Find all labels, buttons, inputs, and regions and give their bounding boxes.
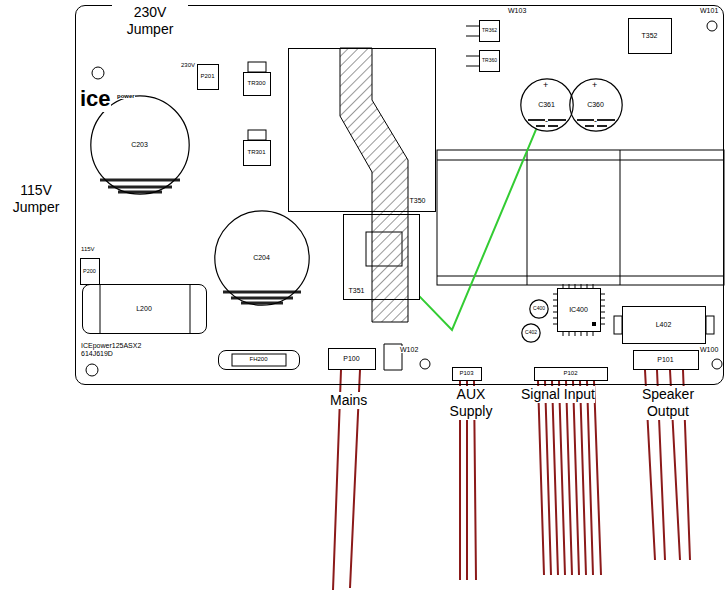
part-label: TR300 — [246, 80, 266, 87]
capacitor-outline — [520, 78, 572, 130]
part-label: C400 — [532, 306, 546, 312]
capacitor: C400 — [529, 299, 549, 319]
mounting-hole — [92, 67, 104, 79]
jumper-mark: 115V — [81, 246, 95, 252]
part-label: P102 — [562, 370, 578, 377]
transistor: TR300 — [243, 72, 271, 96]
part-label: L200 — [135, 305, 153, 313]
connector-label: Signal Input — [521, 386, 595, 403]
transistor: TR301 — [243, 140, 271, 166]
part-label: C204 — [252, 254, 271, 262]
capacitor-outline — [569, 78, 621, 130]
part-label: FH200 — [248, 356, 268, 363]
part-label: P103 — [458, 370, 474, 377]
part-label: T352 — [641, 32, 659, 40]
logo-text: power — [117, 93, 135, 99]
polarity-mark: - — [545, 116, 548, 127]
hole-label: W100 — [700, 346, 718, 353]
capacitor: C402 — [521, 323, 541, 343]
inductor-tab — [706, 316, 714, 334]
winding-band — [340, 48, 408, 322]
connector-label: AUX Supply — [444, 386, 498, 420]
part-label: L402 — [655, 321, 673, 329]
part-label: TR360 — [481, 58, 498, 64]
transistor: TR362 — [479, 20, 500, 42]
part-label: IC400 — [568, 306, 589, 314]
inductor: L402 — [622, 306, 706, 344]
capacitor: C204 — [214, 210, 310, 306]
jumper-connector: P201 — [197, 64, 219, 90]
aux-connector: P103 — [452, 367, 482, 381]
jumper-label: 230V Jumper — [112, 4, 188, 38]
part-label: P100 — [342, 355, 360, 363]
hole-label: W102 — [400, 346, 418, 353]
board-id: ICEpower125ASX2 614J619D — [80, 342, 152, 357]
connector-label: Mains — [330, 392, 367, 409]
inductor: L200 — [82, 284, 207, 334]
ic-pins — [553, 284, 605, 336]
signal-connector: P102 — [534, 367, 608, 381]
mounting-hole — [86, 364, 98, 376]
part-label: P200 — [82, 268, 97, 274]
capacitor-outline — [522, 324, 540, 342]
connector-label: Speaker Output — [630, 386, 706, 420]
part-label: C203 — [130, 141, 149, 149]
part-label: P101 — [656, 356, 674, 364]
mounting-hole — [712, 359, 722, 369]
transistor: TR360 — [479, 50, 500, 72]
mains-connector: P100 — [328, 348, 376, 370]
part-label: C402 — [524, 330, 538, 336]
hole-label: W101 — [700, 7, 718, 14]
transformer: T351 — [343, 214, 420, 300]
transistor-tab — [248, 62, 266, 72]
hole-label: W103 — [508, 7, 526, 14]
part-label: TR301 — [246, 149, 266, 156]
trace-line — [420, 129, 537, 330]
fuse-body — [232, 354, 286, 366]
output-connector: P101 — [633, 350, 699, 370]
mounting-hole — [420, 359, 430, 369]
part-label: C361 — [537, 101, 556, 109]
signal-wires — [538, 381, 601, 575]
jumper-connector: P200 — [80, 258, 100, 285]
transistor-tab — [248, 130, 266, 140]
capacitor-shading — [223, 292, 301, 303]
inductor-detail — [100, 284, 190, 334]
ic-chip: IC400 — [557, 288, 601, 332]
part-label: P201 — [199, 73, 215, 80]
transistor-leads — [466, 26, 480, 66]
part-label: T351 — [348, 287, 366, 295]
fuse-holder: FH200 — [218, 350, 300, 370]
part-label: TR362 — [481, 28, 498, 34]
part-label: C360 — [586, 101, 605, 109]
part-label: T350 — [409, 197, 427, 205]
mounting-hole — [707, 21, 717, 31]
jumper-mark: 230V — [181, 62, 195, 68]
capacitor-shading — [528, 120, 615, 126]
ic-pin1-dot — [592, 322, 596, 326]
capacitor-outline — [214, 210, 308, 304]
polarity-mark: + — [543, 80, 548, 91]
jumper-label: 115V Jumper — [2, 182, 70, 216]
polarity-mark: - — [594, 116, 597, 127]
capacitor-outline — [530, 300, 548, 318]
polarity-mark: + — [592, 80, 597, 91]
transformer: T352 — [628, 18, 672, 54]
circuit-board: ICEpower125ASX2 614J619DP201TR300TR301C2… — [75, 5, 724, 385]
transformer: T350 — [288, 48, 436, 212]
logo-text: ice — [80, 86, 111, 112]
